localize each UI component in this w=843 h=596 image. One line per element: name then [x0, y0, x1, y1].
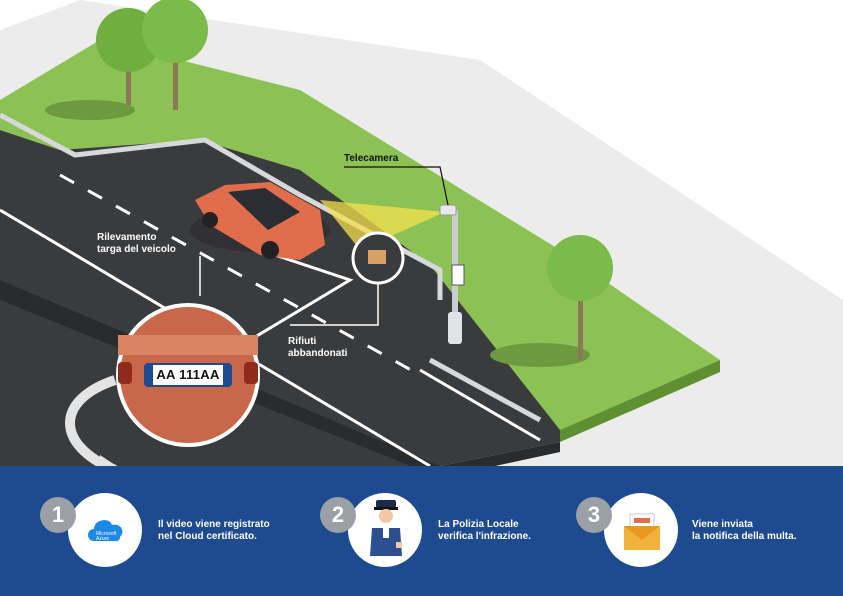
- plate-detection-label: Rilevamento targa del veicolo: [97, 232, 176, 255]
- guardrail: [0, 112, 443, 300]
- azure-label: Microsoft Azure: [96, 531, 117, 542]
- plate-right-band: [223, 365, 230, 385]
- step-1-text: Il video viene registrato nel Cloud cert…: [158, 519, 270, 542]
- step-2-number: 2: [320, 497, 356, 533]
- camera-beam: [320, 200, 445, 250]
- step-1-number: 1: [40, 497, 76, 533]
- plate-bumper-band: [118, 335, 258, 355]
- tree-right: [490, 235, 613, 367]
- road-dashed-line: [59, 173, 421, 377]
- tree-left: [45, 0, 208, 120]
- plate-tail-light-left: [118, 362, 132, 384]
- waste-label: Rifiuti abbandonati: [288, 336, 348, 359]
- plate-tail-light-right: [244, 362, 258, 384]
- license-plate: [144, 363, 232, 387]
- camera-pole-base: [448, 312, 462, 344]
- step-3-number: 3: [576, 497, 612, 533]
- police-officer-icon: [370, 500, 402, 556]
- parking-bay-line: [249, 248, 354, 342]
- camera-callout-line: [344, 166, 449, 206]
- camera-label: Telecamera: [344, 153, 399, 164]
- guardrail-lower: [428, 357, 542, 423]
- road-curb: [0, 280, 560, 478]
- plate-number: AA 111AA: [156, 367, 220, 382]
- waste-callout-line: [290, 283, 379, 326]
- step-2-text: La Polizia Locale verifica l'infrazione.: [438, 519, 531, 542]
- grass-edge: [560, 360, 720, 442]
- warning-sign: [451, 264, 465, 286]
- step-3-text: Viene inviata la notifica della multa.: [692, 519, 797, 542]
- red-car: [190, 182, 330, 260]
- flow-arrow: [65, 375, 117, 475]
- plate-eu-band: [146, 365, 153, 385]
- steps-panel: 1 Microsoft Azure Il video viene registr…: [0, 466, 843, 596]
- envelope-icon: [624, 513, 660, 550]
- road-edge-line-right: [419, 368, 541, 442]
- azure-cloud-icon: [88, 520, 123, 541]
- camera-body: [439, 204, 457, 216]
- waste-box: [368, 250, 386, 264]
